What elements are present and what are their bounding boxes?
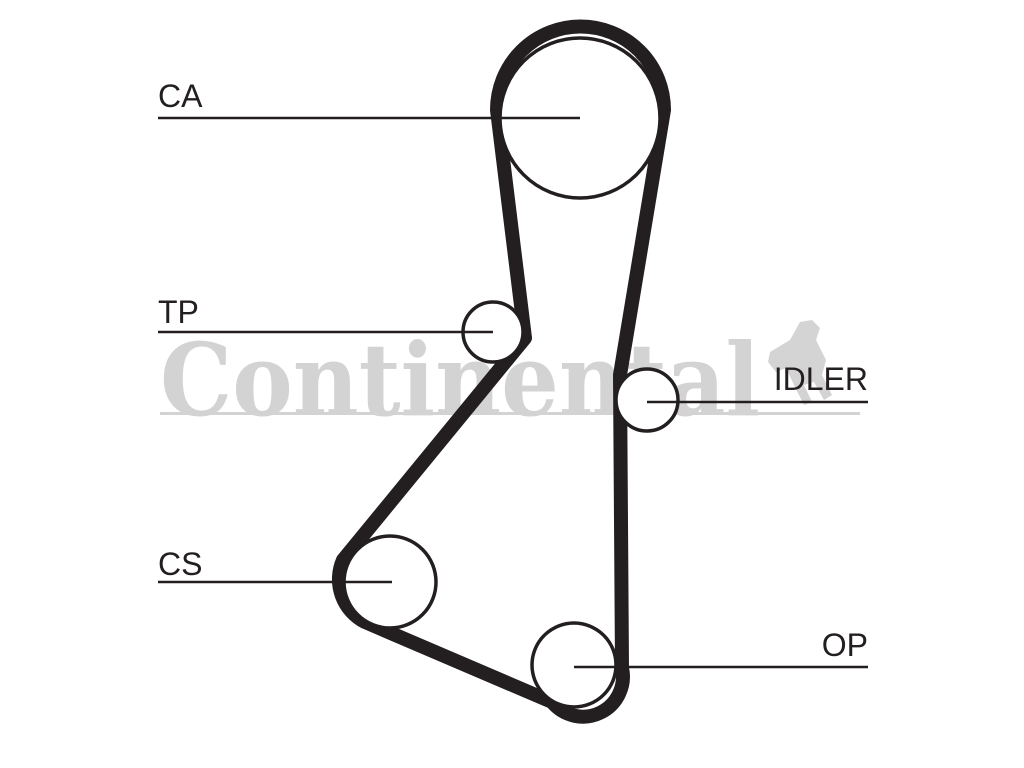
- pulley-op: [530, 621, 618, 709]
- label-tp: TP: [158, 294, 199, 330]
- horse-logo-icon: [768, 320, 832, 405]
- label-op: OP: [822, 627, 868, 663]
- label-ca: CA: [158, 78, 203, 114]
- label-idler: IDLER: [774, 361, 868, 397]
- pulley-idler: [614, 367, 680, 433]
- label-cs: CS: [158, 546, 202, 582]
- watermark-underline: [160, 412, 860, 415]
